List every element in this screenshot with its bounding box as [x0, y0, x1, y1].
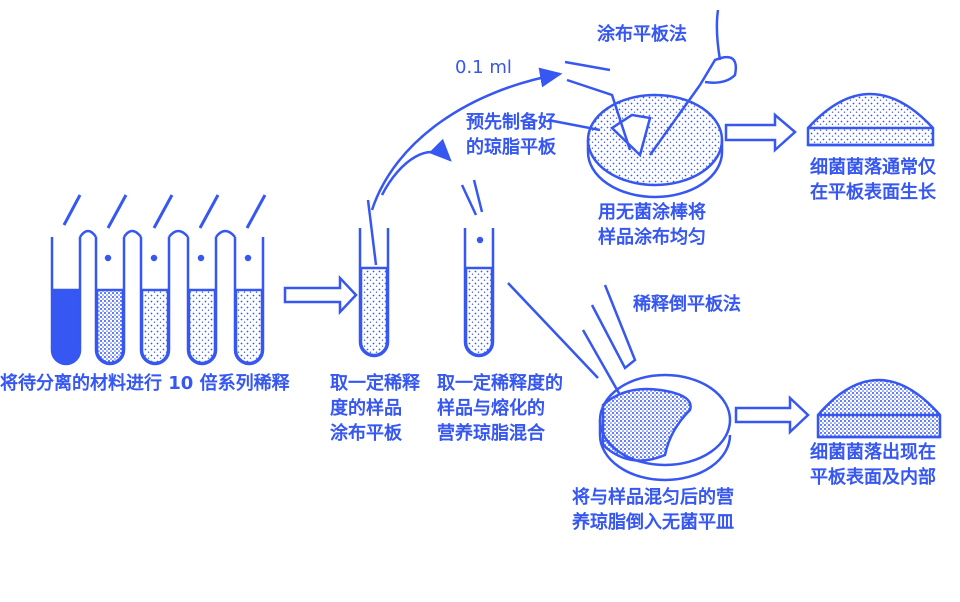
label-spread-result: 细菌菌落通常仅 在平板表面生长: [810, 155, 936, 205]
hollow-arrow-2: [724, 112, 797, 153]
label-spread-step: 用无菌涂棒将 样品涂布均匀: [598, 200, 706, 250]
label-line: 在平板表面生长: [810, 182, 936, 203]
curve-arrow-to-tube: [380, 138, 452, 196]
label-line: 度的样品: [330, 398, 402, 419]
pour-plate: [581, 284, 732, 482]
label-line: 样品与熔化的: [437, 398, 545, 419]
label-line: 的琼脂平板: [466, 137, 556, 158]
label-volume: 0.1 ml: [455, 57, 512, 78]
line-to-pour-plate: [507, 282, 599, 379]
transfer-loops: [78, 229, 236, 238]
pointer-line-plate: [547, 118, 601, 132]
label-line: 样品涂布均匀: [598, 227, 706, 248]
curve-arrow-to-spread-plate: [370, 67, 563, 211]
label-pour-method: 稀释倒平板法: [633, 294, 741, 315]
dilution-tube-5: [233, 194, 267, 366]
label-line: 将与样品混匀后的营: [572, 487, 734, 508]
label-spread-method: 涂布平板法: [597, 24, 687, 45]
spread-result-dome: [806, 92, 935, 147]
label-line: 取一定稀释: [330, 373, 420, 394]
label-line: 细菌菌落出现在: [810, 442, 936, 463]
pour-result-dome: [816, 378, 942, 439]
hollow-arrow-1: [283, 274, 358, 316]
spread-plate: [564, 9, 738, 199]
label-line: 用无菌涂棒将: [598, 202, 706, 223]
dilution-tube-1: [50, 194, 82, 366]
label-line: 平板表面及内部: [810, 467, 936, 488]
label-take-mix: 取一定稀释度的 样品与熔化的 营养琼脂混合: [437, 371, 563, 446]
label-dilution-series: 将待分离的材料进行 10 倍系列稀释: [0, 373, 290, 394]
sample-tube-spread: [358, 199, 390, 358]
dilution-tube-2: [94, 194, 128, 366]
hollow-arrow-3: [734, 395, 810, 435]
dilution-tube-3: [139, 194, 174, 366]
label-line: 涂布平板: [330, 423, 402, 444]
label-line: 细菌菌落通常仅: [810, 157, 936, 178]
label-line: 营养琼脂混合: [437, 423, 545, 444]
dilution-tube-4: [186, 194, 220, 366]
label-pour-result: 细菌菌落出现在 平板表面及内部: [810, 440, 936, 490]
sample-tube-pour: [460, 179, 495, 358]
label-line: 预先制备好: [466, 112, 556, 133]
label-prepared-plate: 预先制备好 的琼脂平板: [466, 110, 556, 160]
label-pour-step: 将与样品混匀后的营 养琼脂倒入无菌平皿: [572, 485, 734, 535]
label-line: 取一定稀释度的: [437, 373, 563, 394]
label-line: 养琼脂倒入无菌平皿: [572, 512, 734, 533]
label-take-spread: 取一定稀释 度的样品 涂布平板: [330, 371, 420, 446]
